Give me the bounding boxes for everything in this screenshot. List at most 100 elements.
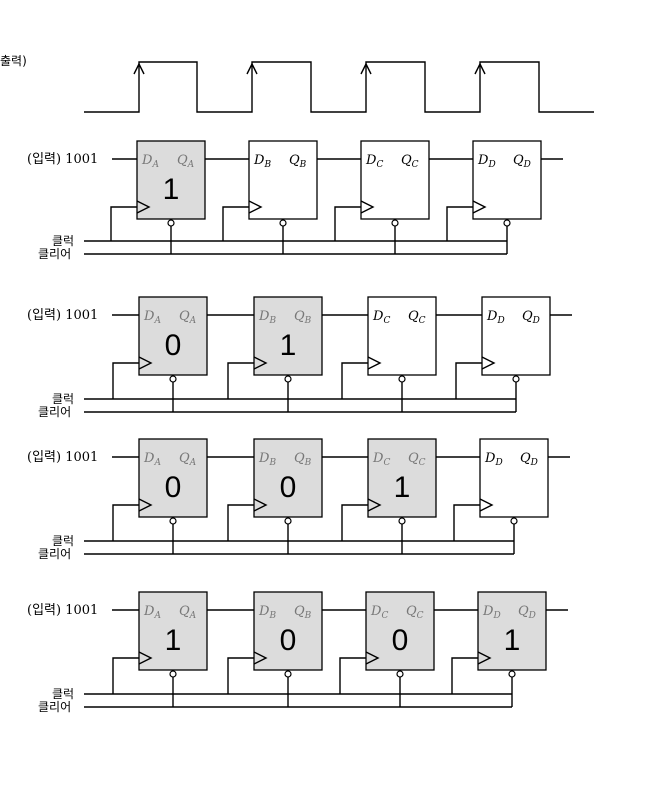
clock-feed — [227, 657, 254, 694]
clear-bubble-icon — [398, 375, 406, 383]
clock-input-icon — [248, 200, 263, 214]
clock-input-icon — [365, 651, 380, 665]
clock-feed — [446, 206, 473, 241]
input-label: (입력) 1001 — [27, 152, 98, 167]
clock-input-icon — [138, 356, 153, 370]
clear-bubble-icon — [512, 375, 520, 383]
clear-bubble-icon — [279, 219, 287, 227]
stored-bit: 0 — [165, 471, 182, 504]
clock-feed — [341, 362, 368, 399]
clear-label: 클리어 — [38, 247, 71, 261]
clear-bubble-icon — [284, 517, 292, 525]
clear-bubble-icon — [169, 670, 177, 678]
stored-bit: 1 — [165, 624, 182, 657]
clock-feed — [451, 657, 478, 694]
clear-bubble-icon — [167, 219, 175, 227]
flip-flop-body — [248, 140, 318, 220]
clock-feed — [341, 504, 368, 541]
clock-feed — [112, 504, 139, 541]
clock-feed — [227, 362, 254, 399]
stored-bit: 0 — [392, 624, 409, 657]
clear-bubble-icon — [169, 375, 177, 383]
clock-input-icon — [138, 498, 153, 512]
clock-label: 클럭 — [52, 687, 74, 701]
input-label: (입력) 1001 — [27, 450, 98, 465]
stored-bit: 1 — [163, 173, 180, 206]
clear-label: 클리어 — [38, 547, 71, 561]
rising-edge-arrow-icon — [360, 62, 372, 75]
clock-input-icon — [253, 651, 268, 665]
output-label: 출력) — [0, 54, 27, 68]
clock-input-icon — [367, 498, 382, 512]
clock-input-icon — [367, 356, 382, 370]
clock-feed — [334, 206, 361, 241]
clock-input-icon — [477, 651, 492, 665]
clock-label: 클럭 — [52, 392, 74, 406]
clock-feed — [222, 206, 249, 241]
clear-bubble-icon — [508, 670, 516, 678]
rising-edge-arrow-icon — [474, 62, 486, 75]
stored-bit: 0 — [165, 329, 182, 362]
clock-label: 클럭 — [52, 534, 74, 548]
clear-label: 클리어 — [38, 405, 71, 419]
clear-bubble-icon — [284, 375, 292, 383]
clock-input-icon — [253, 498, 268, 512]
clock-label: 클럭 — [52, 234, 74, 248]
clock-input-icon — [138, 651, 153, 665]
flip-flop-body — [253, 296, 323, 376]
clock-feed — [112, 657, 139, 694]
stored-bit: 1 — [280, 329, 297, 362]
stored-bit: 1 — [394, 471, 411, 504]
clock-input-icon — [481, 356, 496, 370]
clear-bubble-icon — [503, 219, 511, 227]
clock-input-icon — [472, 200, 487, 214]
clock-input-icon — [136, 200, 151, 214]
clock-feed — [227, 504, 254, 541]
clear-bubble-icon — [391, 219, 399, 227]
clear-bubble-icon — [396, 670, 404, 678]
clear-label: 클리어 — [38, 700, 71, 714]
input-label: (입력) 1001 — [27, 603, 98, 618]
rising-edge-arrow-icon — [246, 62, 258, 75]
stored-bit: 0 — [280, 624, 297, 657]
clock-input-icon — [253, 356, 268, 370]
clock-input-icon — [479, 498, 494, 512]
clear-bubble-icon — [284, 670, 292, 678]
clear-bubble-icon — [398, 517, 406, 525]
clock-feed — [112, 362, 139, 399]
clock-feed — [453, 504, 480, 541]
clock-signal — [84, 61, 594, 113]
clock-input-icon — [360, 200, 375, 214]
rising-edge-arrow-icon — [133, 62, 145, 75]
input-label: (입력) 1001 — [27, 308, 98, 323]
clock-waveform — [84, 61, 594, 113]
clock-feed — [339, 657, 366, 694]
clock-feed — [455, 362, 482, 399]
stored-bit: 1 — [504, 624, 521, 657]
clock-feed — [110, 206, 137, 241]
stored-bit: 0 — [280, 471, 297, 504]
clear-bubble-icon — [510, 517, 518, 525]
clear-bubble-icon — [169, 517, 177, 525]
